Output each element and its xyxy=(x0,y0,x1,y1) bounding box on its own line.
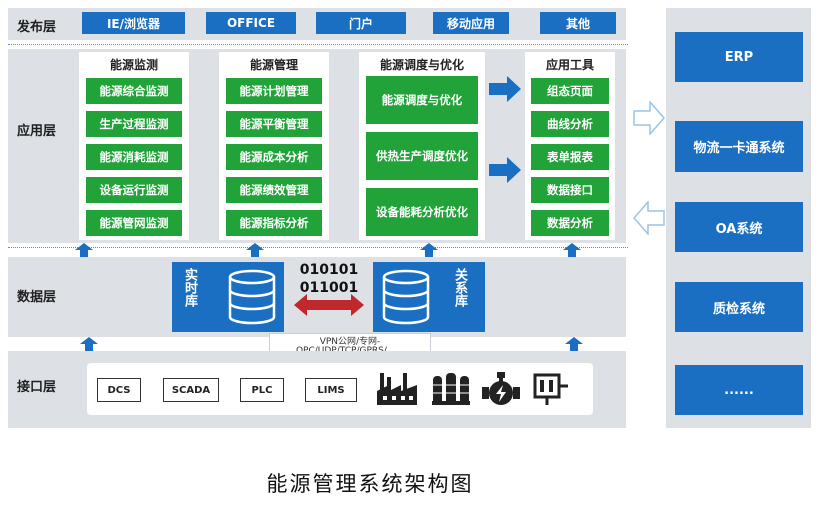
interface-item-plc: PLC xyxy=(240,378,284,402)
network-line-1: VPN公网/专网- xyxy=(319,337,381,347)
module-item: 能源调度与优化 xyxy=(366,76,478,124)
module-item: 数据分析 xyxy=(531,210,609,236)
data-layer-band xyxy=(8,257,626,337)
interface-item-dcs: DCS xyxy=(97,378,141,402)
external-system-oa: OA系统 xyxy=(675,202,803,252)
module-item: 组态页面 xyxy=(531,78,609,104)
module-item: 数据接口 xyxy=(531,177,609,203)
module-item: 能源成本分析 xyxy=(226,144,322,170)
realtime-db-label: 实时库 xyxy=(182,268,197,307)
database-icon xyxy=(382,269,430,325)
module-item: 能源综合监测 xyxy=(86,78,182,104)
module-item: 能源平衡管理 xyxy=(226,111,322,137)
module-item: 供热生产调度优化 xyxy=(366,132,478,180)
publish-item-office: OFFICE xyxy=(206,12,296,34)
up-arrow-icon xyxy=(563,243,581,257)
up-arrow-icon xyxy=(75,243,93,257)
application-divider xyxy=(8,247,628,248)
external-system-more: ...... xyxy=(675,365,803,415)
publish-divider xyxy=(8,44,628,45)
up-arrow-icon xyxy=(420,243,438,257)
module-energy-management-title: 能源管理 xyxy=(249,58,298,72)
module-item: 设备运行监测 xyxy=(86,177,182,203)
module-item: 能源绩效管理 xyxy=(226,177,322,203)
right-hollow-arrow-icon xyxy=(633,101,665,135)
up-arrow-icon xyxy=(565,337,583,351)
module-item: 表单报表 xyxy=(531,144,609,170)
publish-item-portal: 门户 xyxy=(316,12,406,34)
up-arrow-icon xyxy=(80,337,98,351)
module-item: 能源消耗监测 xyxy=(86,144,182,170)
module-item: 生产过程监测 xyxy=(86,111,182,137)
external-system-logistics: 物流一卡通系统 xyxy=(675,121,803,172)
realtime-db-box xyxy=(172,262,284,332)
application-layer-label: 应用层 xyxy=(17,124,57,139)
interface-item-lims: LIMS xyxy=(305,378,357,402)
figure-caption: 能源管理系统架构图 xyxy=(266,472,474,496)
valve-icon xyxy=(482,372,520,405)
binary-bottom-text: 011001 xyxy=(299,280,359,296)
factory-icon xyxy=(377,373,417,405)
publish-item-mobile: 移动应用 xyxy=(433,12,509,34)
database-icon xyxy=(228,269,276,325)
external-system-quality: 质检系统 xyxy=(675,282,803,332)
up-arrow-icon xyxy=(246,243,264,257)
data-layer-label: 数据层 xyxy=(17,290,57,305)
right-arrow-icon xyxy=(489,157,521,183)
right-arrow-icon xyxy=(489,76,521,102)
binary-top-text: 010101 xyxy=(299,262,359,278)
module-item: 能源计划管理 xyxy=(226,78,322,104)
module-energy-monitoring-title: 能源监测 xyxy=(109,58,158,72)
module-app-tools-title: 应用工具 xyxy=(545,58,594,72)
left-hollow-arrow-icon xyxy=(633,201,665,235)
interface-layer-label: 接口层 xyxy=(17,380,57,395)
module-item: 能源指标分析 xyxy=(226,210,322,236)
module-item: 曲线分析 xyxy=(531,111,609,137)
external-system-erp: ERP xyxy=(675,32,803,82)
tanks-icon xyxy=(432,373,470,405)
meter-icon xyxy=(533,373,568,405)
module-item: 能源管网监测 xyxy=(86,210,182,236)
relational-db-label: 关系库 xyxy=(452,268,467,307)
module-item: 设备能耗分析优化 xyxy=(366,188,478,236)
interface-item-scada: SCADA xyxy=(163,378,219,402)
publish-layer-label: 发布层 xyxy=(17,20,57,35)
publish-item-browser: IE/浏览器 xyxy=(82,12,185,34)
module-energy-dispatch-title: 能源调度与优化 xyxy=(379,58,464,72)
publish-item-other: 其他 xyxy=(540,12,616,34)
double-arrow-icon xyxy=(294,294,364,316)
